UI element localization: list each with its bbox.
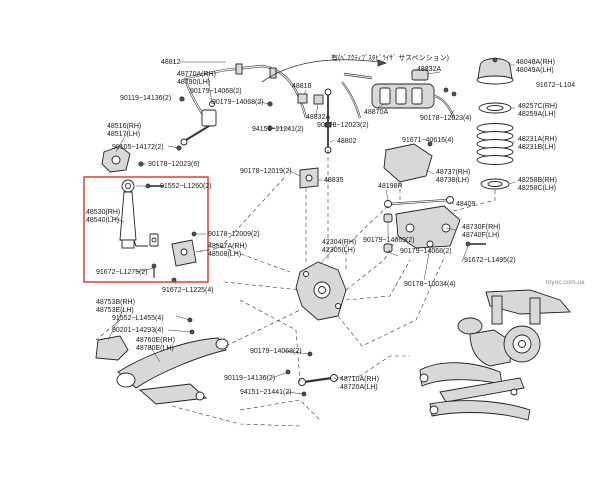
label-90179-14068-c: 90179−14068(2) bbox=[400, 248, 452, 255]
upper-support-48048A bbox=[476, 57, 514, 85]
label-48258C: 48258C(LH) bbox=[518, 185, 556, 192]
label-48835: 48835 bbox=[324, 177, 344, 184]
label-48832A-b: 48832A bbox=[417, 66, 441, 73]
stabilizer-bushing-left bbox=[235, 63, 243, 75]
label-48409: 48409 bbox=[456, 201, 476, 208]
label-48540: 48540(LH) bbox=[86, 217, 119, 224]
label-48753E: 48753E(LH) bbox=[96, 307, 134, 314]
label-90179-14068-a: 90179−14068(2) bbox=[190, 88, 242, 95]
label-48517: 48517(LH) bbox=[107, 131, 140, 138]
label-90178-12023-6: 90178−12023(6) bbox=[148, 161, 200, 168]
shock-bracket-48507A bbox=[171, 231, 197, 283]
label-90178-10034: 90178−10034(4) bbox=[404, 281, 456, 288]
label-42305: 42305(LH) bbox=[322, 247, 355, 254]
label-48258B: 48258B(RH) bbox=[518, 177, 557, 184]
knuckle-42304 bbox=[295, 261, 347, 321]
bracket-48835 bbox=[299, 167, 319, 189]
bushing-48818 bbox=[297, 93, 324, 105]
label-48720A: 48720A(LH) bbox=[340, 384, 378, 391]
label-91552-L1455: 91552−L1455(4) bbox=[112, 315, 164, 322]
label-48730F: 48730F(RH) bbox=[462, 224, 501, 231]
label-90105-14172: 90105−14172(2) bbox=[112, 144, 164, 151]
assembled-suspension-view bbox=[419, 289, 571, 421]
jp-caption: 有(ﾍﾞｱｸﾃｨﾌﾞｽﾀﾋﾞﾗｲｻﾞ サスペンション) bbox=[331, 53, 449, 62]
label-48740F: 48740F(LH) bbox=[462, 232, 499, 239]
coil-spring-48231A bbox=[476, 123, 514, 165]
bump-stop-cover-48737 bbox=[383, 141, 433, 183]
label-90179-14069: 90179−14069(2) bbox=[363, 237, 415, 244]
stabilizer-bushing-right bbox=[269, 67, 277, 79]
label-48257C: 48257C(RH) bbox=[518, 103, 557, 110]
label-48507A: 48507A(RH) bbox=[208, 243, 247, 250]
bracket-48832A bbox=[411, 69, 429, 81]
bolts-91672-L1495 bbox=[465, 241, 486, 247]
label-48516: 48516(RH) bbox=[107, 123, 141, 130]
label-91552-L1260: 91552−L1260(2) bbox=[160, 183, 212, 190]
label-90179-14068-b: 90179−14068(2) bbox=[212, 99, 264, 106]
label-48710A: 48710A(RH) bbox=[340, 376, 379, 383]
label-48832A-a: 48832A bbox=[306, 114, 330, 121]
label-48508: 48508(LH) bbox=[208, 251, 241, 258]
label-90201-14293: 90201−14293(4) bbox=[112, 327, 164, 334]
label-48818: 48818 bbox=[292, 83, 312, 90]
watermark: toyoc.com.ua bbox=[546, 279, 585, 286]
label-48812: 48812 bbox=[161, 59, 181, 66]
label-91672-L104: 91672−L104 bbox=[536, 82, 575, 89]
lower-insulator-48258B bbox=[480, 178, 510, 190]
lower-arm-48730F bbox=[383, 205, 461, 253]
label-91672-L1495: 91672−L1495(2) bbox=[464, 257, 516, 264]
label-90178-12019: 90178−12019(2) bbox=[240, 168, 292, 175]
arm-bracket-48753B bbox=[95, 317, 195, 361]
label-90119-14136-a: 90119−14136(2) bbox=[120, 95, 171, 102]
label-90178-12023-4: 90178−12023(4) bbox=[420, 115, 472, 122]
label-94151-21241-a: 94151−21241(2) bbox=[252, 126, 304, 133]
callout-labels: 48812 48770A(RH) 48790(LH) 90179−14068(2… bbox=[86, 53, 585, 396]
label-48770A: 48770A(RH) bbox=[177, 71, 216, 78]
label-48231B: 48231B(LH) bbox=[518, 144, 556, 151]
label-94151-21441: 94151−21441(2) bbox=[240, 389, 292, 396]
label-90178-12009: 90178−12009(2) bbox=[208, 231, 260, 238]
spring-insulator-48257C bbox=[478, 102, 512, 114]
label-48530: 48530(RH) bbox=[86, 209, 120, 216]
label-48048A: 48048A(RH) bbox=[516, 59, 555, 66]
label-48790: 48790(LH) bbox=[177, 79, 210, 86]
stabilizer-link-48770A bbox=[180, 101, 217, 146]
toe-link-48710A bbox=[285, 351, 338, 397]
lower-arm-48760E bbox=[116, 337, 229, 405]
label-91672-L1275: 91672−L1275(2) bbox=[96, 269, 148, 276]
label-48198R: 48198R bbox=[378, 183, 403, 190]
active-stabilizer-assembly bbox=[261, 59, 457, 119]
highlight-frame bbox=[83, 176, 209, 283]
label-48753B: 48753B(RH) bbox=[96, 299, 135, 306]
label-90178-12023-2: 90178−12023(2) bbox=[317, 122, 369, 129]
label-48780E: 48780E(LH) bbox=[136, 345, 174, 352]
label-48737: 48737(RH) bbox=[436, 169, 470, 176]
bracket-48516 bbox=[101, 145, 131, 173]
label-48802: 48802 bbox=[337, 138, 357, 145]
label-48760E: 48760E(RH) bbox=[136, 337, 175, 344]
leader-lines bbox=[107, 61, 516, 395]
label-48870A: 48870A bbox=[364, 109, 388, 116]
label-42304: 42304(RH) bbox=[322, 239, 356, 246]
shock-absorber-48530 bbox=[119, 179, 164, 278]
label-91672-L1225: 91672−L1225(4) bbox=[162, 287, 214, 294]
label-91671-40616: 91671−40616(4) bbox=[402, 137, 454, 144]
dashed-assembly-lines bbox=[95, 150, 496, 427]
label-90179-14068-d: 90179−14068(2) bbox=[250, 348, 302, 355]
label-48738: 48738(LH) bbox=[436, 177, 469, 184]
stabilizer-bar bbox=[183, 63, 308, 119]
label-48231A: 48231A(RH) bbox=[518, 136, 557, 143]
label-48259A: 48259A(LH) bbox=[518, 111, 556, 118]
label-90119-14136-b: 90119−14136(2) bbox=[224, 375, 275, 382]
link-rod-48802 bbox=[324, 88, 332, 154]
label-48049A: 48049A(LH) bbox=[516, 67, 554, 74]
upper-arm-48409 bbox=[384, 196, 454, 208]
